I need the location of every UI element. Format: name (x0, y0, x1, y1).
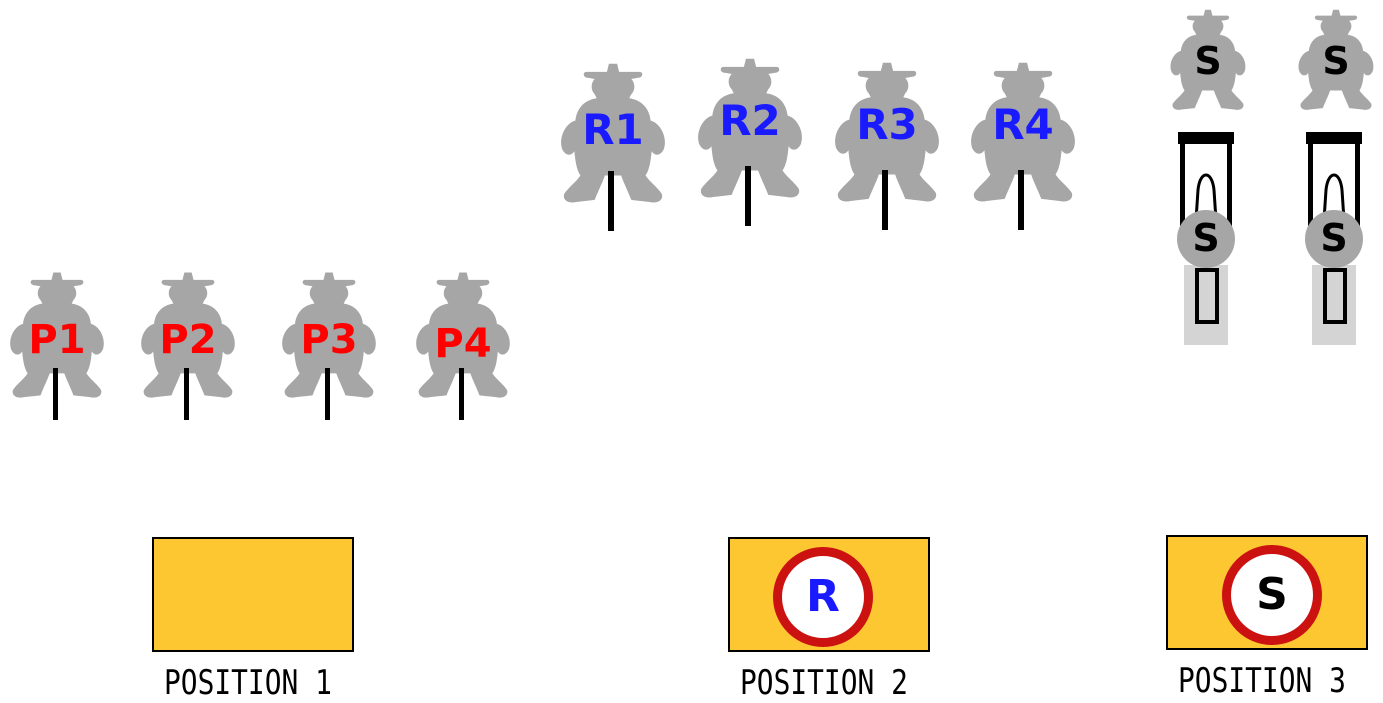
station-caption: POSITION 1 (164, 663, 332, 703)
shotgun-popper-frame-2 (1304, 130, 1364, 345)
pistol-target-label: P1 (28, 317, 86, 363)
pistol-target-label: P2 (159, 317, 217, 363)
shotgun-target-label: S (1322, 39, 1350, 83)
rifle-target-label: R1 (582, 105, 644, 154)
shotgun-target-upper-2: S (1292, 6, 1380, 128)
rifle-target-stake (882, 170, 888, 230)
shotgun-popper-label: S (1192, 216, 1220, 260)
rifle-target-label: R2 (719, 96, 781, 145)
pistol-target-stake (325, 368, 330, 420)
knockdown-frame-icon (1178, 132, 1234, 345)
shotgun-popper-2: S (1304, 209, 1364, 269)
shotgun-popper-label: S (1320, 216, 1348, 260)
rifle-target-stake (745, 166, 751, 226)
pistol-target-p4: P4 (408, 268, 518, 420)
pistol-target-p1: P1 (2, 268, 112, 420)
shotgun-popper-1: S (1176, 209, 1236, 269)
pistol-target-stake (53, 368, 58, 420)
shotgun-popper-frame-1 (1176, 130, 1236, 345)
rifle-target-r3: R3 (826, 54, 948, 230)
pistol-target-p2: P2 (133, 268, 243, 420)
rifle-badge-icon: R (773, 547, 873, 647)
rifle-target-stake (608, 171, 614, 231)
popper-plate-icon (1177, 210, 1235, 268)
popper-plate-icon (1305, 210, 1363, 268)
rifle-target-r4: R4 (962, 54, 1084, 230)
station-caption: POSITION 3 (1178, 661, 1346, 701)
rifle-target-r2: R2 (689, 50, 811, 226)
rifle-target-r1: R1 (552, 55, 674, 231)
station-position-3: S POSITION 3 (1166, 535, 1368, 701)
shotgun-target-label: S (1194, 39, 1222, 83)
pistol-target-stake (459, 368, 464, 420)
shotgun-badge-icon: S (1222, 545, 1322, 645)
station-caption: POSITION 2 (740, 663, 908, 703)
rifle-target-label: R3 (856, 100, 918, 149)
station-position-2: R POSITION 2 (728, 537, 930, 703)
shotgun-target-upper-1: S (1164, 6, 1252, 128)
pistol-target-label: P3 (300, 317, 358, 363)
rifle-target-stake (1018, 170, 1024, 230)
rifle-target-label: R4 (992, 100, 1054, 149)
pistol-target-p3: P3 (274, 268, 384, 420)
pistol-target-stake (184, 368, 189, 420)
knockdown-frame-icon (1306, 132, 1362, 345)
pistol-target-label: P4 (434, 321, 492, 367)
station-position-1: POSITION 1 (152, 537, 354, 703)
station-box (152, 537, 354, 652)
